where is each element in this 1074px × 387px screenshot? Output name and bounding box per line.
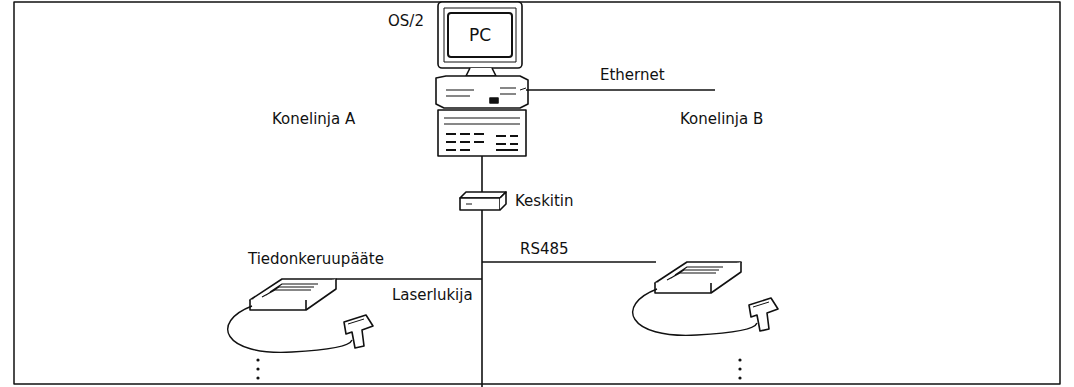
pc-hub-wire <box>481 156 483 194</box>
line-name: Konelinja B <box>680 110 763 128</box>
screen-text: PC <box>469 25 491 45</box>
os-label: OS/2 <box>388 12 424 30</box>
pc-case <box>436 76 528 156</box>
line-name: Konelinja A <box>272 110 355 128</box>
scanner-label: Laserlukija <box>392 286 473 304</box>
terminal-label: Tiedonkeruupääte <box>248 250 384 268</box>
screen-box: PC <box>447 12 513 58</box>
bus-label: RS485 <box>520 240 569 258</box>
bus-branch-a <box>336 278 482 280</box>
terminal-scanner-b <box>633 262 778 335</box>
hub-symbol <box>460 192 506 210</box>
continuation-dots <box>256 358 741 379</box>
pc-monitor <box>438 2 522 76</box>
terminal-scanner-a <box>228 279 373 352</box>
bus-branch-b <box>482 261 656 263</box>
network-label: Ethernet <box>600 66 665 84</box>
frame <box>14 2 1060 384</box>
hub-label: Keskitin <box>515 192 574 210</box>
rs485-bus <box>481 210 483 387</box>
ethernet-line <box>526 89 715 91</box>
